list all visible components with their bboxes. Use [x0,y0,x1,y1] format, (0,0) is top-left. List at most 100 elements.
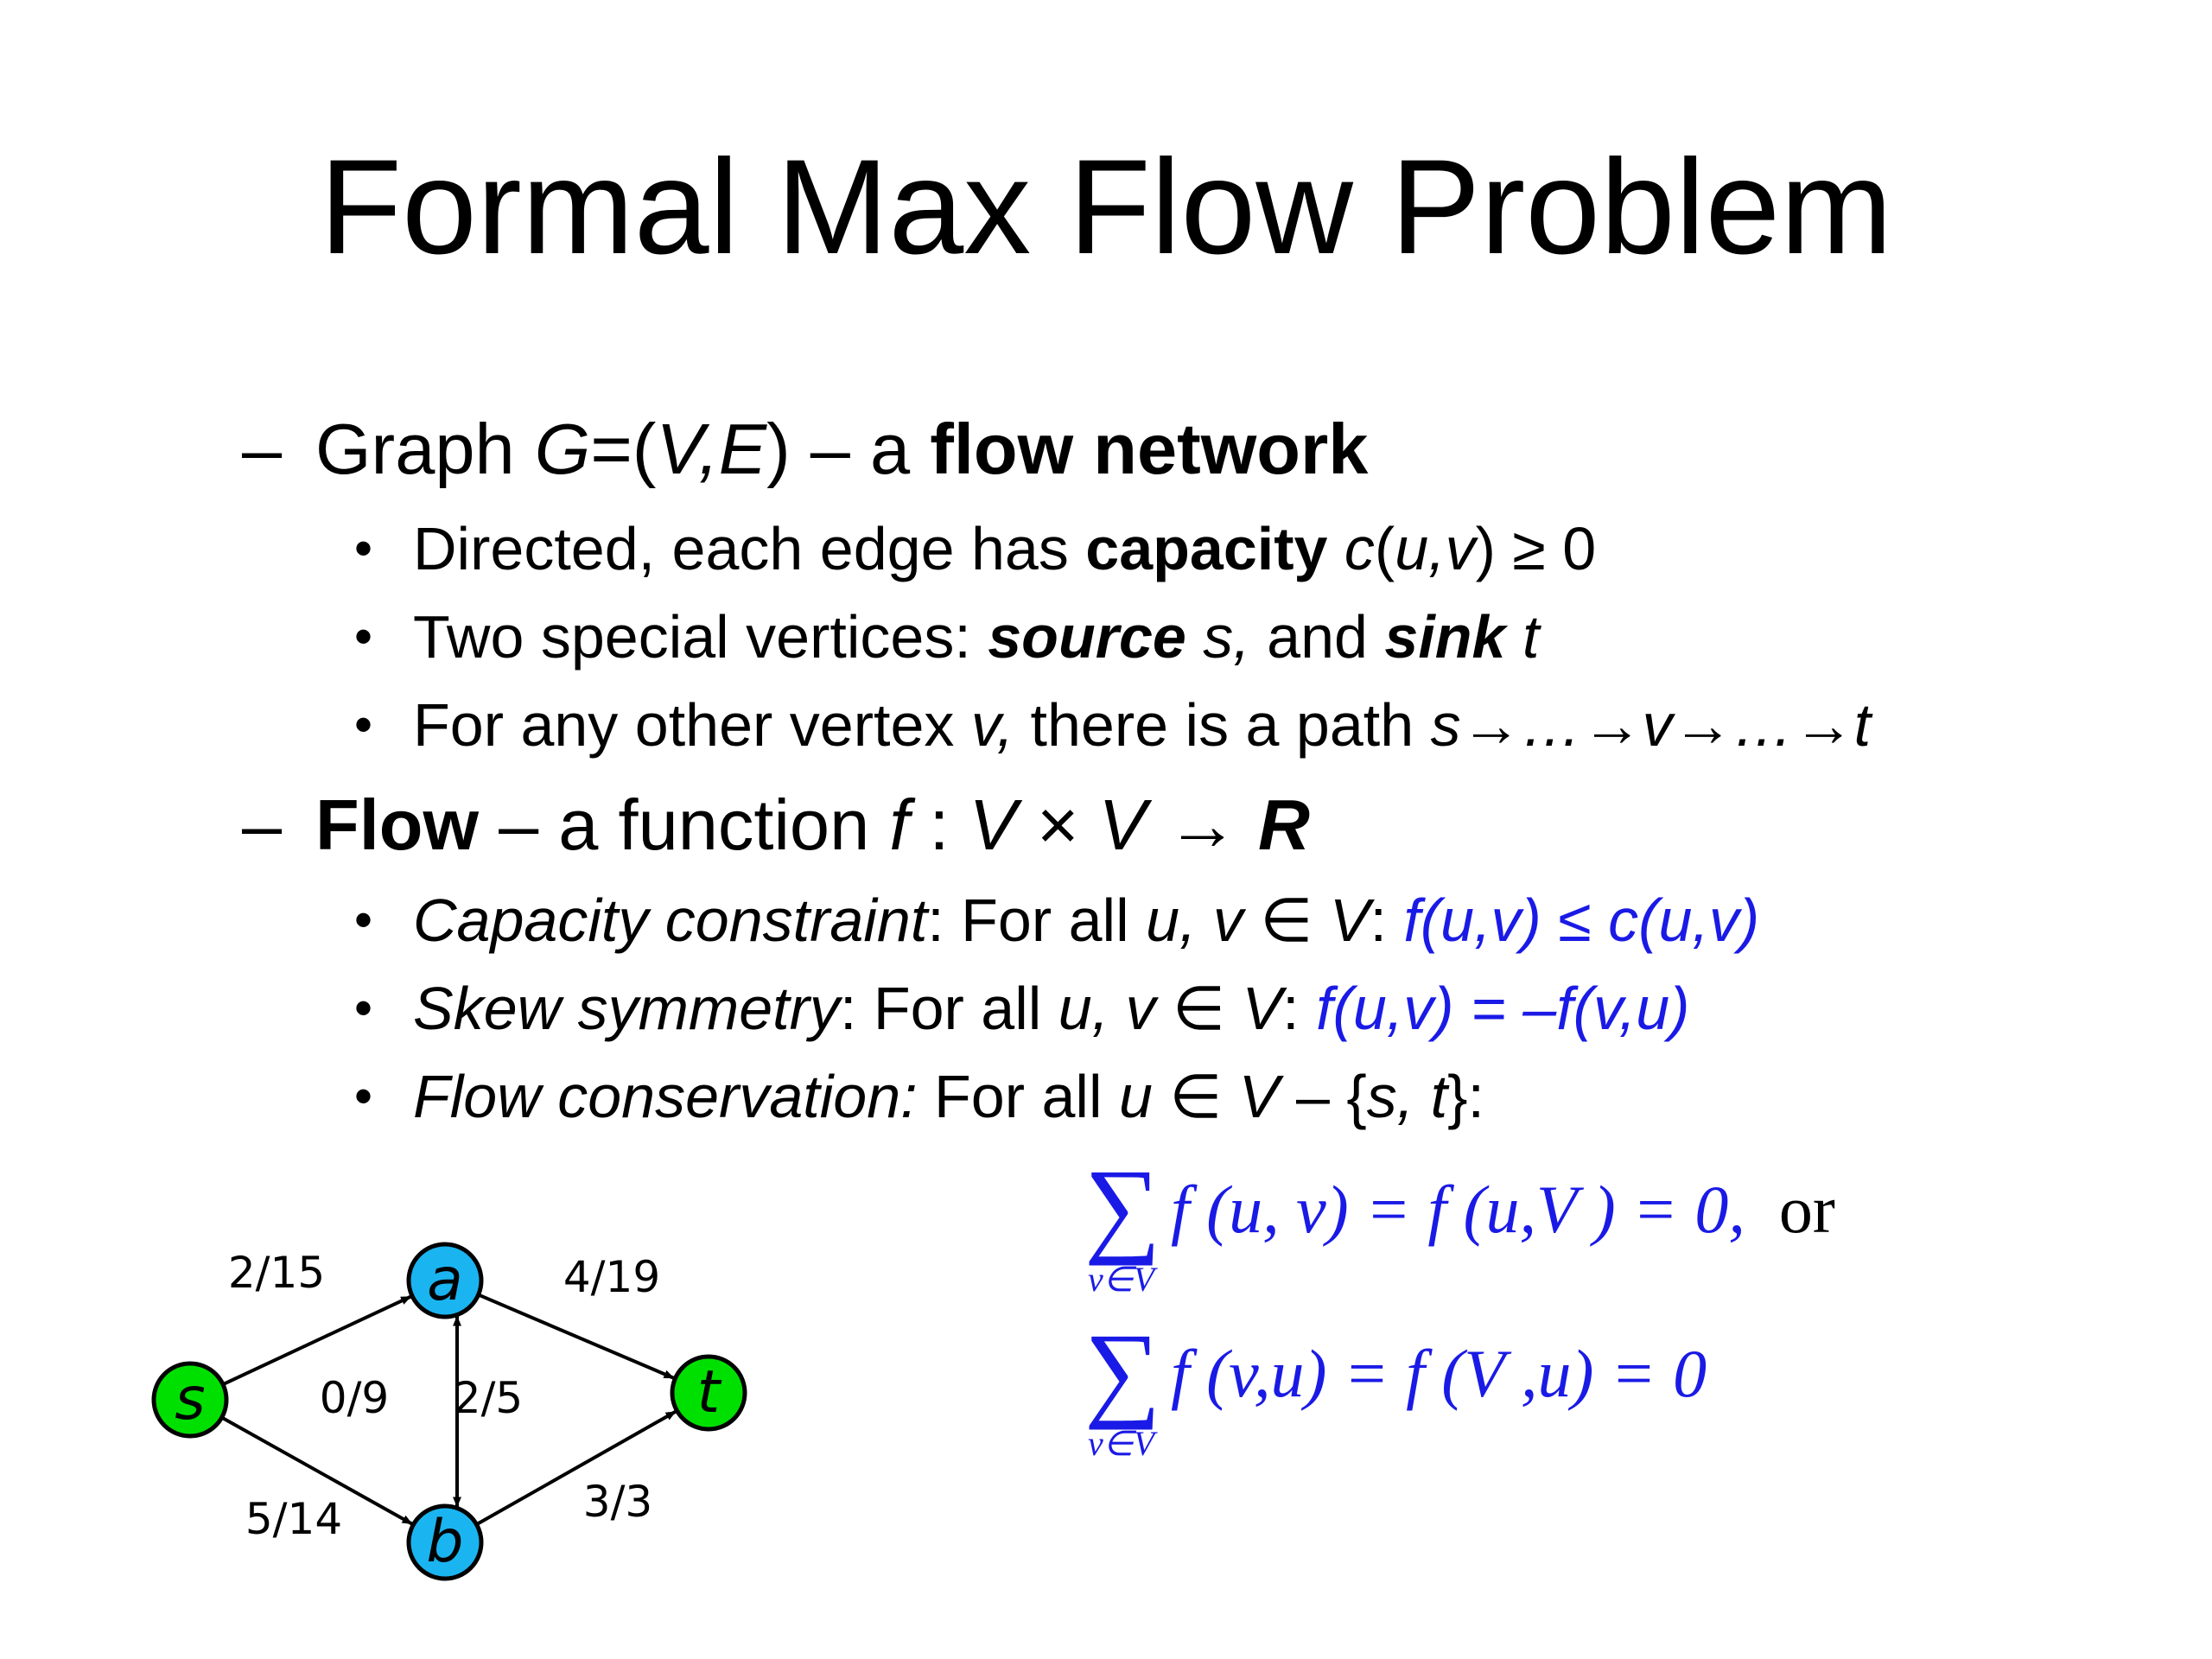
bullet-special-text: Two special vertices: source s, and sink… [413,598,1539,676]
edge-a-t [477,1293,675,1380]
path-mid: there is a path [1014,691,1431,759]
bullet-directed-text: Directed, each edge has capacity c(u,v) … [413,510,1596,588]
flow-V1: V [969,785,1017,865]
conservation-st: s, t [1366,1063,1448,1130]
equation-2-expr: f (v,u) = f (V ,u) = 0 [1171,1336,1707,1411]
capacity-in: ∈ [1243,887,1330,954]
equation-or: or [1778,1172,1835,1247]
capacity-V: V [1329,887,1370,954]
graph-mid: – a [790,409,931,489]
bullet-dot: • [354,1067,373,1125]
edge-s-b [220,1415,413,1526]
equation-2-expression: f (v,u) = f (V ,u) = 0 [1171,1335,1707,1413]
equation-1-expression: f (u, v) = f (u,V ) = 0, or [1171,1171,1835,1249]
path-pre: For any other vertex [413,691,971,759]
skew-colon2: : [1282,975,1317,1042]
directed-post: ≥ 0 [1495,515,1597,582]
graph-eq: =( [590,409,657,489]
directed-open: ( [1374,515,1395,582]
special-pre: Two special vertices: [413,603,988,671]
node-label-t: t [697,1358,722,1427]
bullet-path-text: For any other vertex v, there is a path … [413,686,1871,764]
skew-uv: u, v [1058,975,1156,1042]
capacity-colon: : For all [927,887,1147,954]
node-t [670,1354,747,1432]
special-and: and [1249,603,1385,671]
skew-in: ∈ [1155,975,1243,1042]
conservation-minus: – { [1279,1063,1367,1130]
flow-R: R [1258,785,1310,865]
bullet-skew-text: Skew symmetry: For all u, v ∈ V: f(u,v) … [413,969,1690,1047]
directed-uv: u,v [1395,515,1476,582]
node-s [151,1361,229,1439]
conservation-label: Flow conservation: [413,1063,918,1130]
node-b [406,1503,484,1581]
bullet-graph-text: Graph G=(V,E) – a flow network [315,406,1368,493]
capacity-colon2: : [1370,887,1404,954]
sigma-symbol: ∑ [1084,1312,1161,1430]
special-sink: sink [1384,603,1506,671]
conservation-u: u [1118,1063,1153,1130]
special-s: s, [1185,603,1250,671]
flow-V2: V [1098,785,1147,865]
conservation-mid: For all [917,1063,1119,1130]
flow-bold: Flow [315,785,480,865]
special-t: t [1505,603,1540,671]
bullet-dot: • [354,891,373,949]
edge-label-s-b: 5/14 [245,1494,342,1544]
edge-label-b-a: 2/5 [454,1373,523,1423]
flow-arrow: → [1146,785,1259,865]
edge-b-t [475,1409,677,1527]
bullet-capacity-text: Capacity constraint: For all u, v ∈ V: f… [413,881,1759,959]
flow-f: f [889,785,910,865]
special-source: source [988,603,1186,671]
dash-marker: – [242,409,283,489]
capacity-label: Capacity constraint [413,887,928,954]
conservation-in: ∈ [1152,1063,1239,1130]
edge-label-b-t: 3/3 [583,1477,652,1527]
path-v: v, [970,691,1014,759]
capacity-formula: f(u,v) ≤ c(u,v) [1403,887,1760,954]
node-label-s: s [175,1365,205,1433]
edge-label-a-b: 0/9 [320,1373,389,1423]
flow-times: × [1016,785,1099,865]
graph-pre: Graph [315,409,535,489]
edge-label-a-t: 4/19 [563,1252,660,1302]
node-a [406,1242,484,1319]
skew-colon: : For all [839,975,1058,1042]
flow-mid: – a function [479,785,890,865]
equation-1-subscript: v∈V [1088,1260,1155,1299]
bullet-conservation-text: Flow conservation: For all u ∈ V – {s, t… [413,1058,1484,1135]
sigma-symbol: ∑ [1084,1147,1161,1266]
bullet-dot: • [354,519,373,577]
graph-VE: V,E [656,409,767,489]
bullet-dot: • [354,607,373,665]
skew-formula: f(u,v) = –f(v,u) [1316,975,1690,1042]
node-label-b: b [426,1508,463,1576]
capacity-uv: u, v [1146,887,1243,954]
conservation-V: V [1238,1063,1280,1130]
directed-bold: capacity [1085,515,1328,582]
dash-marker: – [242,785,283,865]
edge-label-s-a: 2/15 [228,1248,325,1298]
edge-s-a [222,1294,412,1387]
directed-pre: Directed, each edge has [413,515,1086,582]
bullet-dot: • [354,696,373,753]
directed-close: ) [1475,515,1496,582]
bullet-dot: • [354,979,373,1037]
flow-colon: : [909,785,969,865]
skew-label: Skew symmetry [413,975,840,1042]
conservation-close: }: [1447,1063,1484,1130]
graph-G: G [534,409,591,489]
equation-1-expr: f (u, v) = f (u,V ) = 0, [1171,1172,1745,1247]
node-label-a: a [427,1246,463,1314]
graph-close: ) [766,409,791,489]
bullet-flow-text: Flow – a function f : V × V → R [315,782,1310,868]
slide-title: Formal Max Flow Problem [319,132,1893,283]
graph-bold: flow network [930,409,1369,489]
equation-2-subscript: v∈V [1088,1424,1155,1463]
path-expr: s→…→v→…→t [1430,691,1872,759]
directed-c: c [1344,515,1375,582]
skew-V: V [1242,975,1283,1042]
